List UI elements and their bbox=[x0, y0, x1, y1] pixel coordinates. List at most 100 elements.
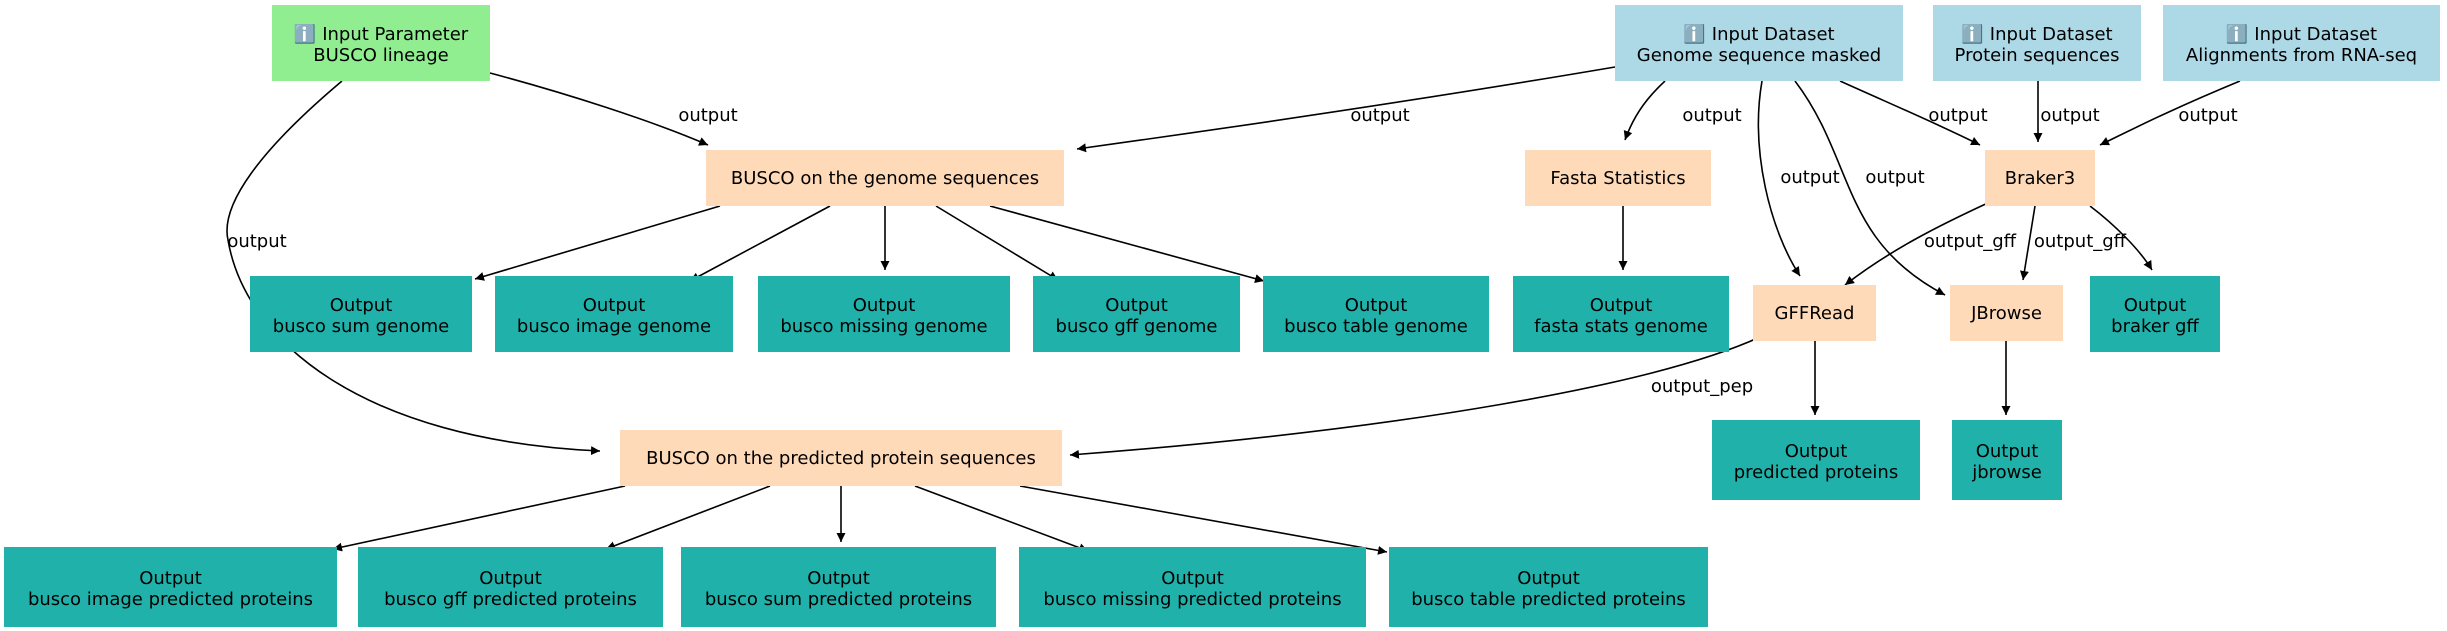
node-box bbox=[1615, 5, 1903, 81]
node-title: Output bbox=[853, 295, 916, 316]
node-title-text: Input Dataset bbox=[1712, 24, 1835, 45]
node-subtitle: busco gff predicted proteins bbox=[384, 589, 637, 610]
node-box bbox=[1525, 150, 1711, 206]
edge-label-gffread-to-busco_pred: output_pep bbox=[1651, 376, 1753, 397]
edge-braker3-to-out_braker_gff bbox=[2089, 205, 2153, 271]
node-subtitle: busco image genome bbox=[517, 316, 711, 337]
node-title: Output bbox=[1517, 568, 1580, 589]
node-box bbox=[1513, 276, 1729, 352]
node-title: ℹ️Input Parameter bbox=[294, 23, 469, 45]
edge-ds_genome-to-busco_genome bbox=[1076, 66, 1616, 153]
node-subtitle: busco gff genome bbox=[1056, 316, 1218, 337]
edge-label-ds_genome-to-busco_genome: output bbox=[1350, 105, 1409, 126]
node-title-text: Input Parameter bbox=[322, 24, 469, 45]
edge-braker3-to-gffread bbox=[1844, 201, 1991, 286]
node-box bbox=[706, 150, 1064, 206]
edge-busco_pred-to-out_busco_missing_pred bbox=[914, 485, 1089, 553]
edges-layer bbox=[226, 66, 2241, 555]
edge-ds_rnaseq-to-braker3 bbox=[2099, 80, 2241, 146]
node-subtitle: busco table predicted proteins bbox=[1411, 589, 1686, 610]
node-title: Output bbox=[807, 568, 870, 589]
edge-label-ds_rnaseq-to-braker3: output bbox=[2178, 105, 2237, 126]
node-box bbox=[1950, 285, 2063, 341]
node-box bbox=[758, 276, 1010, 352]
node-box bbox=[358, 547, 663, 627]
node-subtitle: busco image predicted proteins bbox=[28, 589, 313, 610]
node-subtitle: jbrowse bbox=[1971, 462, 2042, 483]
node-title: JBrowse bbox=[1970, 303, 2042, 324]
node-title: Output bbox=[139, 568, 202, 589]
node-box bbox=[2163, 5, 2440, 81]
node-title: Output bbox=[583, 295, 646, 316]
edge-label-braker3-to-gffread: output_gff bbox=[1924, 231, 2017, 252]
node-title: Output bbox=[330, 295, 393, 316]
edge-busco_genome-to-out_busco_gff_genome bbox=[935, 205, 1059, 281]
edge-label-param_lineage-to-busco_genome: output bbox=[678, 105, 737, 126]
node-title-text: Input Dataset bbox=[2254, 24, 2377, 45]
node-title: BUSCO on the genome sequences bbox=[731, 168, 1039, 189]
node-title: Output bbox=[479, 568, 542, 589]
node-box bbox=[681, 547, 996, 627]
node-subtitle: Genome sequence masked bbox=[1637, 45, 1881, 66]
node-box bbox=[1712, 420, 1920, 500]
node-fasta-stats[interactable]: Fasta Statistics bbox=[1525, 150, 1711, 206]
edge-busco_pred-to-out_busco_table_pred bbox=[1019, 485, 1388, 555]
info-icon: ℹ️ bbox=[1683, 23, 1705, 45]
node-title: Braker3 bbox=[2005, 168, 2076, 189]
node-title-text: Input Dataset bbox=[1990, 24, 2113, 45]
node-title: Output bbox=[1590, 295, 1653, 316]
node-box bbox=[1263, 276, 1489, 352]
edge-ds_genome-to-jbrowse bbox=[1794, 80, 1946, 296]
edge-gffread-to-busco_pred bbox=[1069, 336, 1761, 459]
node-jbrowse[interactable]: JBrowse bbox=[1950, 285, 2063, 341]
edge-busco_pred-to-out_busco_gff_pred bbox=[605, 485, 771, 550]
node-subtitle: fasta stats genome bbox=[1534, 316, 1708, 337]
node-box bbox=[1952, 420, 2062, 500]
edge-ds_genome-to-braker3 bbox=[1839, 80, 1981, 146]
node-busco-pred[interactable]: BUSCO on the predicted protein sequences bbox=[620, 430, 1062, 486]
edge-label-ds_genome-to-fasta_stats: output bbox=[1682, 105, 1741, 126]
edge-ds_genome-to-gffread bbox=[1757, 80, 1801, 277]
edge-label-braker3-to-jbrowse: output_gff bbox=[2034, 231, 2127, 252]
edge-busco_genome-to-out_busco_sum_genome bbox=[474, 205, 721, 281]
node-box bbox=[1389, 547, 1708, 627]
edge-busco_genome-to-out_busco_table_genome bbox=[989, 205, 1265, 283]
node-box bbox=[250, 276, 472, 352]
node-subtitle: busco missing genome bbox=[780, 316, 987, 337]
node-title: Output bbox=[1161, 568, 1224, 589]
node-box bbox=[1033, 276, 1240, 352]
node-subtitle: predicted proteins bbox=[1734, 462, 1898, 483]
edge-busco_genome-to-out_busco_image_genome bbox=[689, 205, 831, 282]
node-title: ℹ️Input Dataset bbox=[2226, 23, 2377, 45]
node-title: Output bbox=[1976, 441, 2039, 462]
node-box bbox=[1019, 547, 1366, 627]
node-box bbox=[272, 5, 490, 81]
node-subtitle: braker gff bbox=[2111, 316, 2199, 337]
node-gffread[interactable]: GFFRead bbox=[1753, 285, 1876, 341]
node-title: Fasta Statistics bbox=[1550, 168, 1685, 189]
node-box bbox=[1985, 150, 2095, 206]
node-busco-genome[interactable]: BUSCO on the genome sequences bbox=[706, 150, 1064, 206]
node-braker3[interactable]: Braker3 bbox=[1985, 150, 2095, 206]
node-subtitle: busco sum predicted proteins bbox=[705, 589, 972, 610]
